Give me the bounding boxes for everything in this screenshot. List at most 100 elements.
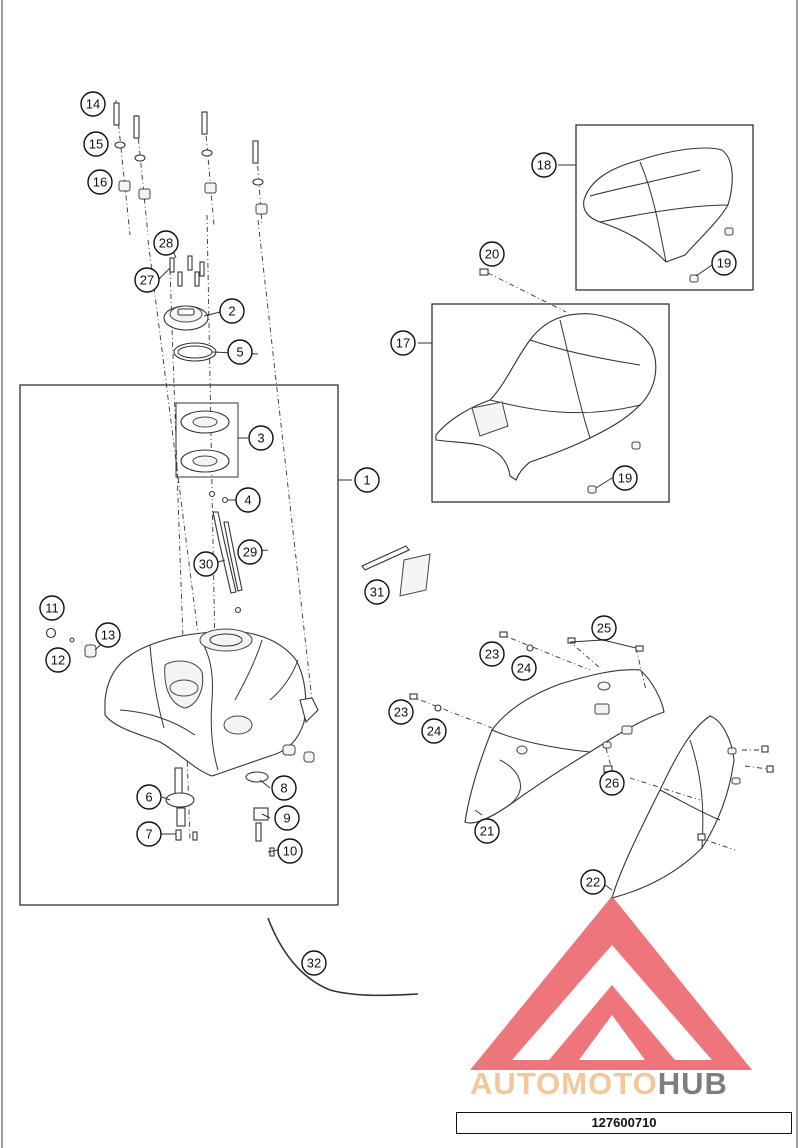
svg-text:22: 22 xyxy=(586,875,600,890)
svg-text:13: 13 xyxy=(101,628,115,643)
cap-screws xyxy=(169,255,205,287)
callout-26: 26 xyxy=(599,770,625,796)
callout-23-upper: 23 xyxy=(479,641,505,667)
callout-3: 3 xyxy=(248,425,274,451)
svg-text:32: 32 xyxy=(307,956,321,971)
watermark-moto: MOTO xyxy=(561,1066,658,1101)
callout-8: 8 xyxy=(271,775,297,801)
callout-4: 4 xyxy=(235,487,261,513)
small-nut-a xyxy=(208,490,216,498)
svg-text:19: 19 xyxy=(717,256,731,271)
hose-29 xyxy=(223,521,243,592)
svg-text:3: 3 xyxy=(257,431,264,446)
svg-text:28: 28 xyxy=(159,236,173,251)
svg-text:23: 23 xyxy=(394,705,408,720)
svg-text:14: 14 xyxy=(86,97,100,112)
svg-text:6: 6 xyxy=(145,790,152,805)
svg-text:19: 19 xyxy=(618,471,632,486)
watermark-logo xyxy=(470,896,752,1070)
callout-22: 22 xyxy=(580,869,606,895)
svg-text:11: 11 xyxy=(45,601,59,616)
level-sensor xyxy=(245,744,315,857)
fuel-cap xyxy=(163,305,209,331)
part-number-box: 127600710 xyxy=(456,1112,792,1134)
svg-text:23: 23 xyxy=(485,647,499,662)
svg-text:21: 21 xyxy=(480,824,494,839)
washer-12 xyxy=(69,637,75,643)
callout-31: 31 xyxy=(364,579,390,605)
callout-19-passenger: 19 xyxy=(711,250,737,276)
svg-text:4: 4 xyxy=(244,493,251,508)
callout-13: 13 xyxy=(95,622,121,648)
svg-text:16: 16 xyxy=(93,175,107,190)
rubber-13 xyxy=(84,644,97,658)
callout-23-lower: 23 xyxy=(388,699,414,725)
svg-text:27: 27 xyxy=(140,273,154,288)
callout-32: 32 xyxy=(301,950,327,976)
callout-16: 16 xyxy=(87,169,113,195)
callout-15: 15 xyxy=(83,131,109,157)
svg-text:2: 2 xyxy=(228,304,235,319)
tank-group-frame xyxy=(19,384,339,906)
callout-9: 9 xyxy=(274,805,300,831)
svg-text:15: 15 xyxy=(89,137,103,152)
hose-30 xyxy=(212,511,237,594)
cover-screws xyxy=(409,631,776,851)
svg-text:26: 26 xyxy=(605,776,619,791)
svg-text:12: 12 xyxy=(51,653,65,668)
callout-19-rider: 19 xyxy=(612,465,638,491)
side-cover-left xyxy=(464,669,665,824)
callout-20: 20 xyxy=(479,241,505,267)
screw-20 xyxy=(479,268,489,276)
pad-31 xyxy=(399,553,431,597)
callout-7: 7 xyxy=(136,821,162,847)
svg-text:5: 5 xyxy=(236,345,243,360)
callout-14: 14 xyxy=(80,91,106,117)
rider-seat xyxy=(435,313,657,494)
callout-17: 17 xyxy=(390,330,416,356)
passenger-seat xyxy=(583,147,734,283)
callout-10: 10 xyxy=(277,838,303,864)
callout-2: 2 xyxy=(219,298,245,324)
svg-text:24: 24 xyxy=(427,724,441,739)
axis-line-20 xyxy=(487,272,567,313)
callout-1: 1 xyxy=(354,467,380,493)
svg-text:25: 25 xyxy=(597,621,611,636)
callout-30: 30 xyxy=(193,551,219,577)
callout-25: 25 xyxy=(591,615,617,641)
callout-21: 21 xyxy=(474,818,500,844)
callout-29: 29 xyxy=(237,539,263,565)
callout-28: 28 xyxy=(153,230,179,256)
svg-text:17: 17 xyxy=(396,336,410,351)
axis-line-c xyxy=(147,239,201,651)
svg-text:20: 20 xyxy=(485,247,499,262)
svg-text:31: 31 xyxy=(370,585,384,600)
callout-5: 5 xyxy=(227,339,253,365)
callout-24-lower: 24 xyxy=(421,718,447,744)
callout-27: 27 xyxy=(134,267,160,293)
svg-text:8: 8 xyxy=(280,781,287,796)
tap-assembly xyxy=(165,767,198,841)
callout-24-upper: 24 xyxy=(511,655,537,681)
strip-31 xyxy=(361,545,410,571)
callout-18: 18 xyxy=(531,152,557,178)
svg-text:29: 29 xyxy=(243,545,257,560)
side-cover-right xyxy=(611,715,741,899)
watermark-hub: HUB xyxy=(657,1066,728,1101)
svg-text:24: 24 xyxy=(517,661,531,676)
callout-6: 6 xyxy=(136,784,162,810)
watermark-text: AUTOMOTOHUB xyxy=(470,1066,792,1102)
hose-32 xyxy=(267,917,419,997)
rider-seat-frame xyxy=(431,303,670,503)
passenger-seat-frame xyxy=(575,124,754,291)
svg-text:10: 10 xyxy=(283,844,297,859)
watermark-auto: AUTO xyxy=(470,1066,562,1101)
small-nut-b xyxy=(221,496,229,504)
svg-text:7: 7 xyxy=(145,827,152,842)
svg-text:9: 9 xyxy=(283,811,290,826)
nut-11 xyxy=(45,627,57,639)
fuel-tank xyxy=(104,628,319,777)
svg-text:1: 1 xyxy=(363,473,370,488)
svg-text:18: 18 xyxy=(537,158,551,173)
